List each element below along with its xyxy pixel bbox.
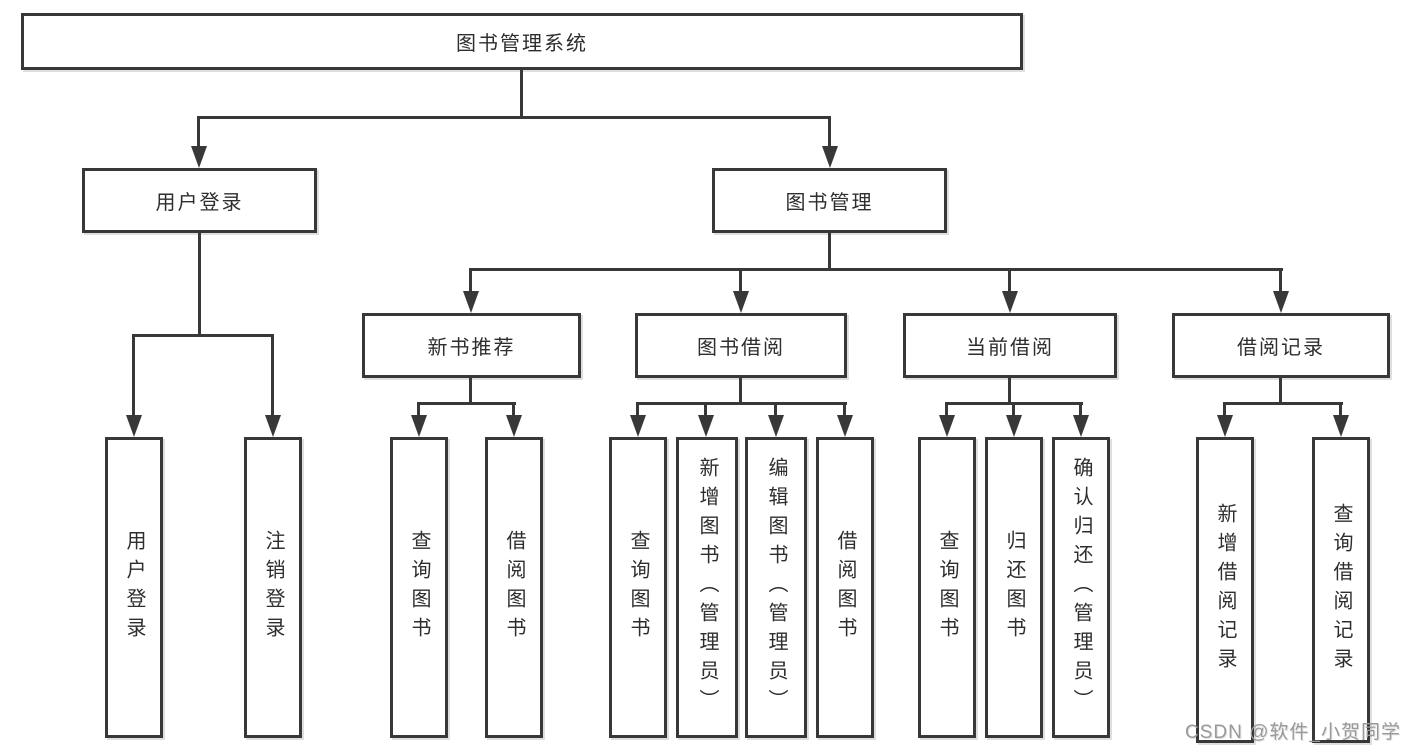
- arrow-down-icon: [1073, 415, 1089, 437]
- connector-line: [739, 268, 742, 293]
- leaf-return-books: 归还图书: [985, 437, 1043, 738]
- connector-line: [469, 378, 472, 405]
- arrow-down-icon: [698, 415, 714, 437]
- arrow-down-icon: [822, 146, 838, 168]
- node-book-borrow: 图书借阅: [635, 313, 847, 378]
- connector-line: [197, 116, 831, 119]
- connector-line: [704, 402, 707, 417]
- node-borrow-records: 借阅记录: [1172, 313, 1390, 378]
- arrow-down-icon: [1333, 415, 1349, 437]
- leaf-confirm-return-admin: 确认归还（管理员）: [1052, 437, 1110, 738]
- connector-line: [417, 402, 420, 417]
- leaf-add-book-admin: 新增图书（管理员）: [676, 437, 738, 738]
- connector-line: [1012, 402, 1015, 417]
- arrow-down-icon: [126, 415, 142, 437]
- connector-line: [198, 233, 201, 337]
- arrow-down-icon: [733, 291, 749, 313]
- node-user-login: 用户登录: [82, 168, 317, 233]
- connector-line: [1279, 268, 1282, 293]
- connector-line: [774, 402, 777, 417]
- arrow-down-icon: [1006, 415, 1022, 437]
- connector-line: [1279, 378, 1282, 405]
- connector-line: [1223, 402, 1226, 417]
- connector-line: [636, 402, 847, 405]
- connector-line: [469, 268, 472, 293]
- arrow-down-icon: [463, 291, 479, 313]
- arrow-down-icon: [1273, 291, 1289, 313]
- connector-line: [271, 334, 274, 416]
- connector-line: [1339, 402, 1342, 417]
- arrow-down-icon: [1002, 291, 1018, 313]
- leaf-user-login: 用户登录: [105, 437, 163, 738]
- node-new-book-recommend: 新书推荐: [362, 313, 581, 378]
- arrow-down-icon: [630, 415, 646, 437]
- connector-line: [417, 402, 516, 405]
- leaf-query-borrow-record: 查询借阅记录: [1312, 437, 1370, 743]
- connector-line: [843, 402, 846, 417]
- leaf-query-books-newrec: 查询图书: [390, 437, 448, 738]
- leaf-add-borrow-record: 新增借阅记录: [1196, 437, 1254, 743]
- arrow-down-icon: [939, 415, 955, 437]
- arrow-down-icon: [265, 415, 281, 437]
- arrow-down-icon: [506, 415, 522, 437]
- leaf-borrow-books-newrec: 借阅图书: [485, 437, 543, 738]
- arrow-down-icon: [768, 415, 784, 437]
- leaf-add-borrow-record-label: 新增借阅记录: [1214, 503, 1236, 677]
- leaf-logout-label: 注销登录: [262, 529, 284, 646]
- leaf-query-books-newrec-label: 查询图书: [408, 529, 430, 646]
- csdn-watermark: CSDN @软件_小贺同学: [1185, 722, 1401, 743]
- leaf-edit-book-admin: 编辑图书（管理员）: [745, 437, 807, 738]
- leaf-query-books-current-label: 查询图书: [936, 529, 958, 646]
- connector-line: [828, 116, 831, 147]
- connector-line: [1223, 402, 1343, 405]
- leaf-confirm-return-admin-label: 确认归还（管理员）: [1070, 457, 1092, 718]
- leaf-return-books-label: 归还图书: [1003, 529, 1025, 646]
- leaf-query-books-current: 查询图书: [918, 437, 976, 738]
- arrow-down-icon: [411, 415, 427, 437]
- leaf-borrow-books-newrec-label: 借阅图书: [503, 529, 525, 646]
- leaf-user-login-label: 用户登录: [123, 529, 145, 646]
- leaf-add-book-admin-label: 新增图书（管理员）: [696, 457, 718, 718]
- node-root: 图书管理系统: [21, 13, 1023, 70]
- connector-line: [828, 233, 831, 271]
- node-book-management: 图书管理: [712, 168, 947, 233]
- leaf-query-books-borrow: 查询图书: [609, 437, 667, 738]
- connector-line: [1008, 268, 1011, 293]
- leaf-query-borrow-record-label: 查询借阅记录: [1330, 503, 1352, 677]
- leaf-query-books-borrow-label: 查询图书: [627, 529, 649, 646]
- connector-line: [132, 334, 274, 337]
- connector-line: [512, 402, 515, 417]
- connector-line: [1079, 402, 1082, 417]
- connector-line: [739, 378, 742, 405]
- leaf-logout: 注销登录: [244, 437, 302, 738]
- connector-line: [1008, 378, 1011, 405]
- connector-line: [636, 402, 639, 417]
- connector-line: [520, 70, 523, 119]
- leaf-edit-book-admin-label: 编辑图书（管理员）: [765, 457, 787, 718]
- leaf-borrow-books-borrow-label: 借阅图书: [834, 529, 856, 646]
- arrow-down-icon: [837, 415, 853, 437]
- connector-line: [945, 402, 948, 417]
- connector-line: [132, 334, 135, 416]
- arrow-down-icon: [191, 146, 207, 168]
- connector-line: [197, 116, 200, 147]
- arrow-down-icon: [1217, 415, 1233, 437]
- connector-line: [469, 268, 1283, 271]
- node-current-borrow: 当前借阅: [903, 313, 1117, 378]
- leaf-borrow-books-borrow: 借阅图书: [816, 437, 874, 738]
